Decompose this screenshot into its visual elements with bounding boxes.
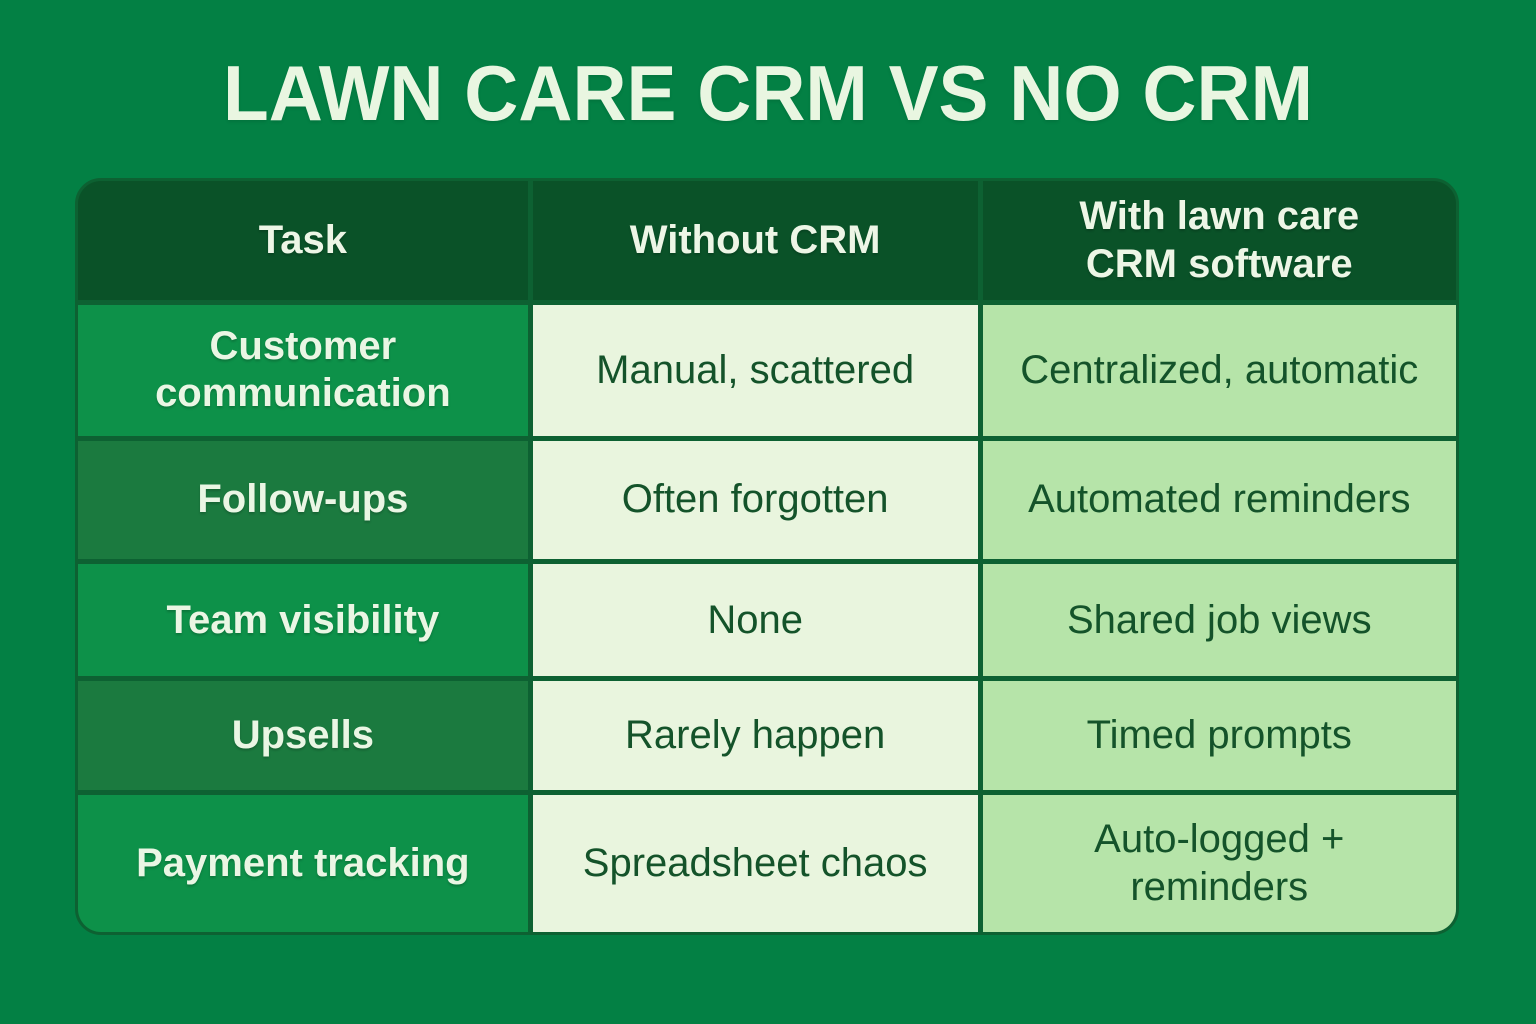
task-cell-team-visibility: Team visibility bbox=[78, 563, 528, 677]
page-title: LAWN CARE CRM VS NO CRM bbox=[223, 49, 1313, 137]
header-cell-with-crm: With lawn care CRM software bbox=[982, 181, 1456, 301]
with-crm-cell: Auto-logged + reminders bbox=[982, 795, 1456, 932]
without-crm-cell: Often forgotten bbox=[532, 440, 978, 559]
header-cell-task: Task bbox=[78, 181, 528, 301]
with-crm-cell: Automated reminders bbox=[982, 440, 1456, 559]
header-cell-without-crm: Without CRM bbox=[532, 181, 978, 301]
task-cell-payment-tracking: Payment tracking bbox=[78, 795, 528, 932]
with-crm-cell: Shared job views bbox=[982, 563, 1456, 677]
without-crm-cell: None bbox=[532, 563, 978, 677]
without-crm-cell: Spreadsheet chaos bbox=[532, 795, 978, 932]
comparison-table: Task Without CRM With lawn care CRM soft… bbox=[75, 178, 1459, 935]
without-crm-cell: Manual, scattered bbox=[532, 305, 978, 436]
task-cell-follow-ups: Follow-ups bbox=[78, 440, 528, 559]
task-cell-customer-communication: Customer communication bbox=[78, 305, 528, 436]
task-cell-upsells: Upsells bbox=[78, 681, 528, 791]
with-crm-cell: Timed prompts bbox=[982, 681, 1456, 791]
without-crm-cell: Rarely happen bbox=[532, 681, 978, 791]
with-crm-cell: Centralized, automatic bbox=[982, 305, 1456, 436]
